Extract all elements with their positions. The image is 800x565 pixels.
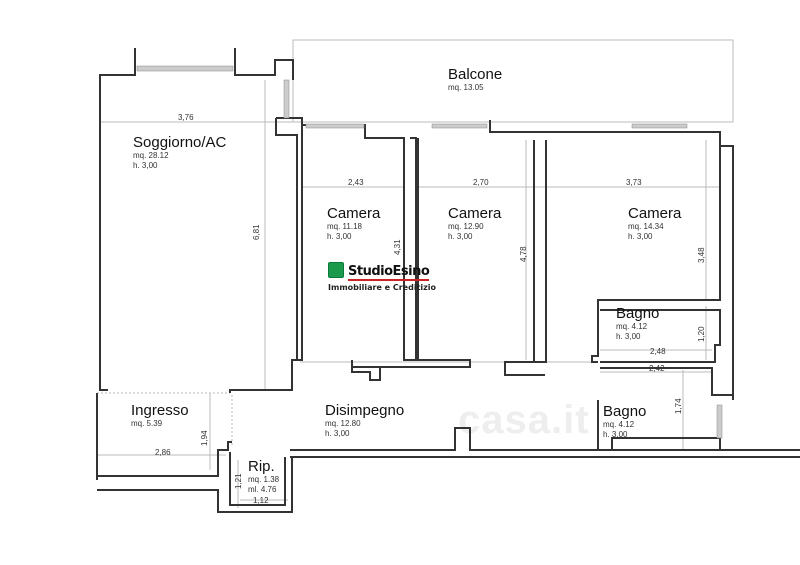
room-camera-1: Camera mq. 11.18 h. 3,00 [327,205,380,242]
room-name: Ingresso [131,402,189,419]
room-area: mq. 5.39 [131,419,163,428]
balcony-outline [292,39,734,123]
room-camera-3: Camera mq. 14.34 h. 3,00 [628,205,681,242]
room-height: h. 3,00 [628,232,653,241]
room-area: mq. 11.18 [327,222,362,231]
dim-camera3-height: 3,48 [697,247,706,263]
dim-camera2-height: 4,78 [519,246,528,262]
dim-camera2-width: 2,70 [473,178,489,187]
dim-bagno1-height: 1,20 [697,326,706,342]
room-soggiorno: Soggiorno/AC mq. 28.12 h. 3,00 [133,134,226,171]
logo-subtitle: Immobiliare e Creditizio [328,283,437,292]
room-area: mq. 12.80 [325,419,361,428]
room-area: mq. 4.12 [616,322,648,331]
dim-camera3-width: 3,73 [626,178,642,187]
room-height: h. 3,00 [325,429,350,438]
house-icon [328,262,344,278]
room-disimpegno: Disimpegno mq. 12.80 h. 3,00 [325,402,404,439]
window-camera2 [431,123,488,129]
room-bagno-1: Bagno mq. 4.12 h. 3,00 [616,305,659,342]
room-area: mq. 12.90 [448,222,484,231]
room-area: mq. 28.12 [133,151,169,160]
dim-rip-height: 1,21 [234,473,243,489]
wall-left [99,48,136,391]
room-height: h. 3,00 [448,232,473,241]
dim-bagno1-width: 2,48 [650,347,666,356]
dim-soggiorno-height: 6,81 [252,224,261,240]
watermark: casa.it [458,398,590,442]
room-height: h. 3,00 [603,430,628,439]
room-name: Disimpegno [325,402,405,419]
door-balcony [283,79,290,119]
room-name: Camera [628,205,682,222]
room-camera-2: Camera mq. 12.90 h. 3,00 [448,205,501,242]
dim-camera1-width: 2,43 [348,178,364,187]
room-area: mq. 4.12 [603,420,635,429]
room-name: Balcone [448,66,503,83]
room-ripostiglio: Rip. mq. 1.38 ml. 4.76 [248,458,279,495]
room-name: Rip. [248,458,275,475]
room-height: h. 3,00 [327,232,352,241]
room-name: Camera [448,205,502,222]
studioesino-logo: StudioEsino Immobiliare e Creditizio [328,262,436,292]
room-name: Soggiorno/AC [133,134,227,151]
room-area: mq. 13.05 [448,83,484,92]
room-area: mq. 1.38 [248,475,280,484]
room-height: h. 3,00 [616,332,641,341]
window-soggiorno [136,65,234,72]
window-bagno2 [716,404,723,439]
dim-ingresso-width: 2,86 [155,448,171,457]
room-height: h. 3,00 [133,161,158,170]
window-camera3 [631,123,688,129]
dim-camera1-height: 4,31 [393,239,402,255]
dim-bagno2-width: 2,42 [649,364,665,373]
dim-bagno2-height: 1,74 [674,398,683,414]
room-name: Bagno [603,403,647,420]
dim-rip-width: 1,12 [253,496,269,505]
dim-ingresso-height: 1,94 [200,430,209,446]
room-bagno-2: Bagno mq. 4.12 h. 3,00 [603,403,646,440]
logo-name: StudioEsino [348,264,430,281]
room-ingresso: Ingresso mq. 5.39 [131,402,189,429]
room-balcone: Balcone mq. 13.05 [448,66,502,93]
room-name: Bagno [616,305,660,322]
dim-soggiorno-width: 3,76 [178,113,194,122]
window-camera1 [305,123,365,129]
room-perimeter: ml. 4.76 [248,485,277,494]
room-name: Camera [327,205,381,222]
room-area: mq. 14.34 [628,222,664,231]
